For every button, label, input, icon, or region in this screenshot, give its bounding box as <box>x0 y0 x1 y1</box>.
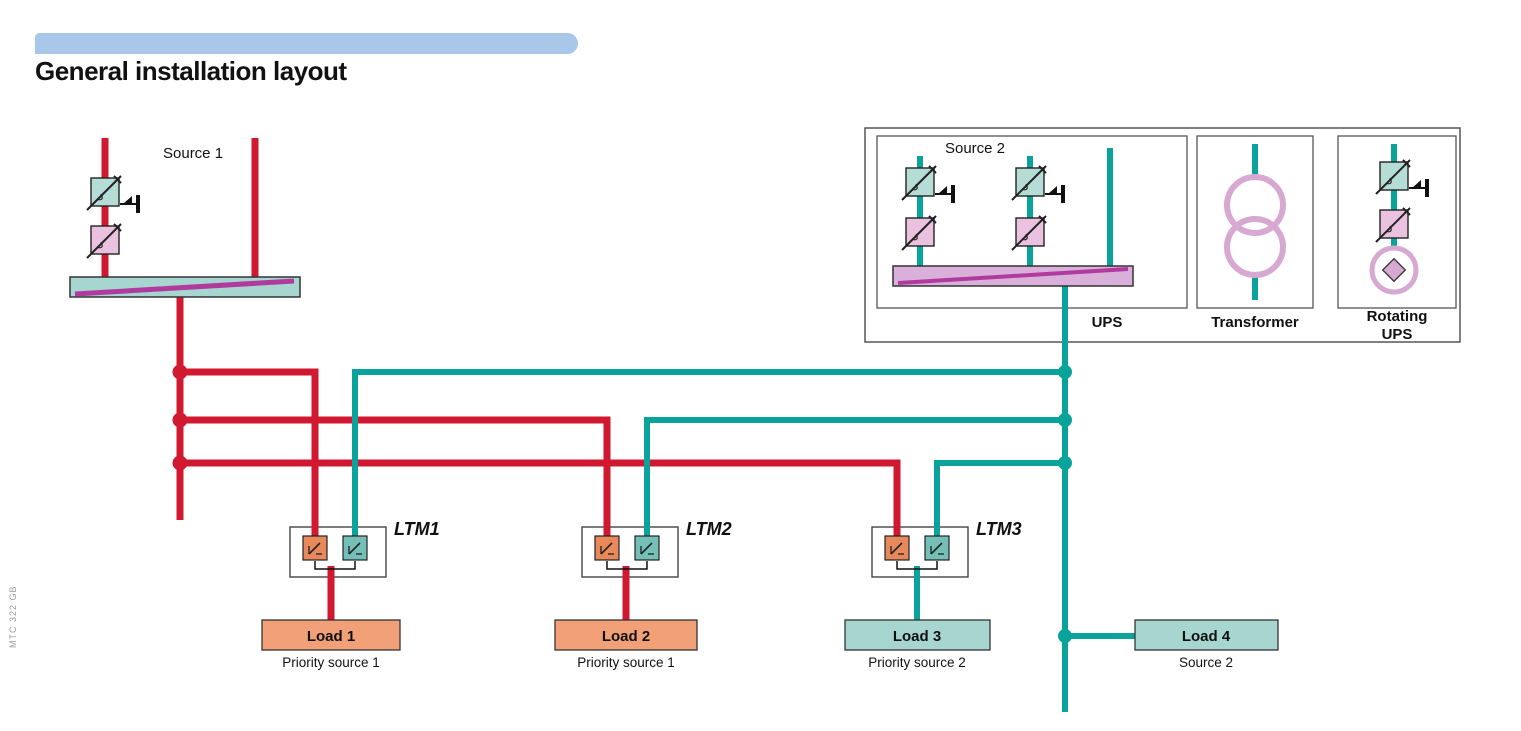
source1-busbar-diagonal <box>74 278 295 297</box>
ups-label: UPS <box>1092 314 1123 331</box>
load3-box <box>844 619 991 651</box>
transformer-winding-secondary <box>1224 216 1286 278</box>
loads <box>261 619 1279 651</box>
ltm1-switch-link <box>314 561 356 570</box>
junction-dot <box>172 412 188 428</box>
circuit-breaker-icon <box>86 223 122 259</box>
ltm3-label: LTM3 <box>976 519 1022 539</box>
header-accent-bar <box>35 33 578 54</box>
circuit-breaker-icon <box>1375 207 1411 243</box>
circuit-breaker-icon <box>901 215 937 251</box>
junction-dot <box>1058 629 1072 643</box>
page-title: General installation layout <box>35 56 347 86</box>
source2-junctions <box>1058 365 1072 643</box>
source2-label: Source 2 <box>945 140 1005 157</box>
source1-branch-ltm2 <box>180 416 611 538</box>
load2-source-label: Priority source 1 <box>577 655 675 670</box>
load4-box <box>1134 619 1279 651</box>
load2-box <box>554 619 698 651</box>
source2-branch-ltm1 <box>352 369 1065 538</box>
ltm3-source2-switch <box>924 535 950 561</box>
circuit-breaker-icon <box>1011 165 1047 201</box>
source1-breakers <box>86 175 141 259</box>
junction-dot <box>1058 365 1072 379</box>
ltm3-switch-link <box>896 561 938 570</box>
transformer-mask <box>1230 180 1280 230</box>
transformer-mask <box>1230 222 1280 272</box>
load1-label: Load 1 <box>307 628 355 645</box>
diagram-labels: Source 1 Source 2 UPS Transformer Rotati… <box>163 140 1427 670</box>
ltm-switches <box>302 535 950 570</box>
source1-branch-ltm1 <box>180 368 319 538</box>
source1-network <box>101 138 901 622</box>
load4-label: Load 4 <box>1182 628 1231 645</box>
rotor-icon <box>1381 257 1407 283</box>
load1-box <box>261 619 401 651</box>
rotating-ups-symbol <box>1369 159 1430 295</box>
source2-branch-ltm3 <box>934 460 1065 538</box>
load3-source-label: Priority source 2 <box>868 655 966 670</box>
drawout-contact-icon <box>119 194 141 214</box>
ltm1-label: LTM1 <box>394 519 440 539</box>
load2-label: Load 2 <box>602 628 650 645</box>
circuit-breaker-icon <box>86 175 122 211</box>
ltm2-label: LTM2 <box>686 519 732 539</box>
circuit-breaker-icon <box>1375 159 1411 195</box>
transformer-winding-primary <box>1224 174 1286 236</box>
junction-dot <box>1058 456 1072 470</box>
circuit-breaker-icon <box>901 165 937 201</box>
transformer-icon <box>1224 174 1286 278</box>
source2-branch-ltm2 <box>644 417 1065 538</box>
busbars <box>69 265 1134 298</box>
circuit-breaker-icon <box>1011 215 1047 251</box>
ups-busbar-diagonal <box>897 267 1129 285</box>
junction-dot <box>172 364 188 380</box>
source1-branch-ltm3 <box>180 459 901 538</box>
junction-dot <box>172 455 188 471</box>
transformer-label: Transformer <box>1211 314 1299 331</box>
load4-source-label: Source 2 <box>1179 655 1233 670</box>
source1-label: Source 1 <box>163 145 223 162</box>
rotating-ups-label: UPS <box>1382 326 1413 343</box>
rotating-ups-label: Rotating <box>1367 308 1428 325</box>
load3-label: Load 3 <box>893 628 941 645</box>
ltm2-switch-link <box>606 561 648 570</box>
load1-source-label: Priority source 1 <box>282 655 380 670</box>
junction-dot <box>1058 413 1072 427</box>
source1-junctions <box>172 364 188 471</box>
